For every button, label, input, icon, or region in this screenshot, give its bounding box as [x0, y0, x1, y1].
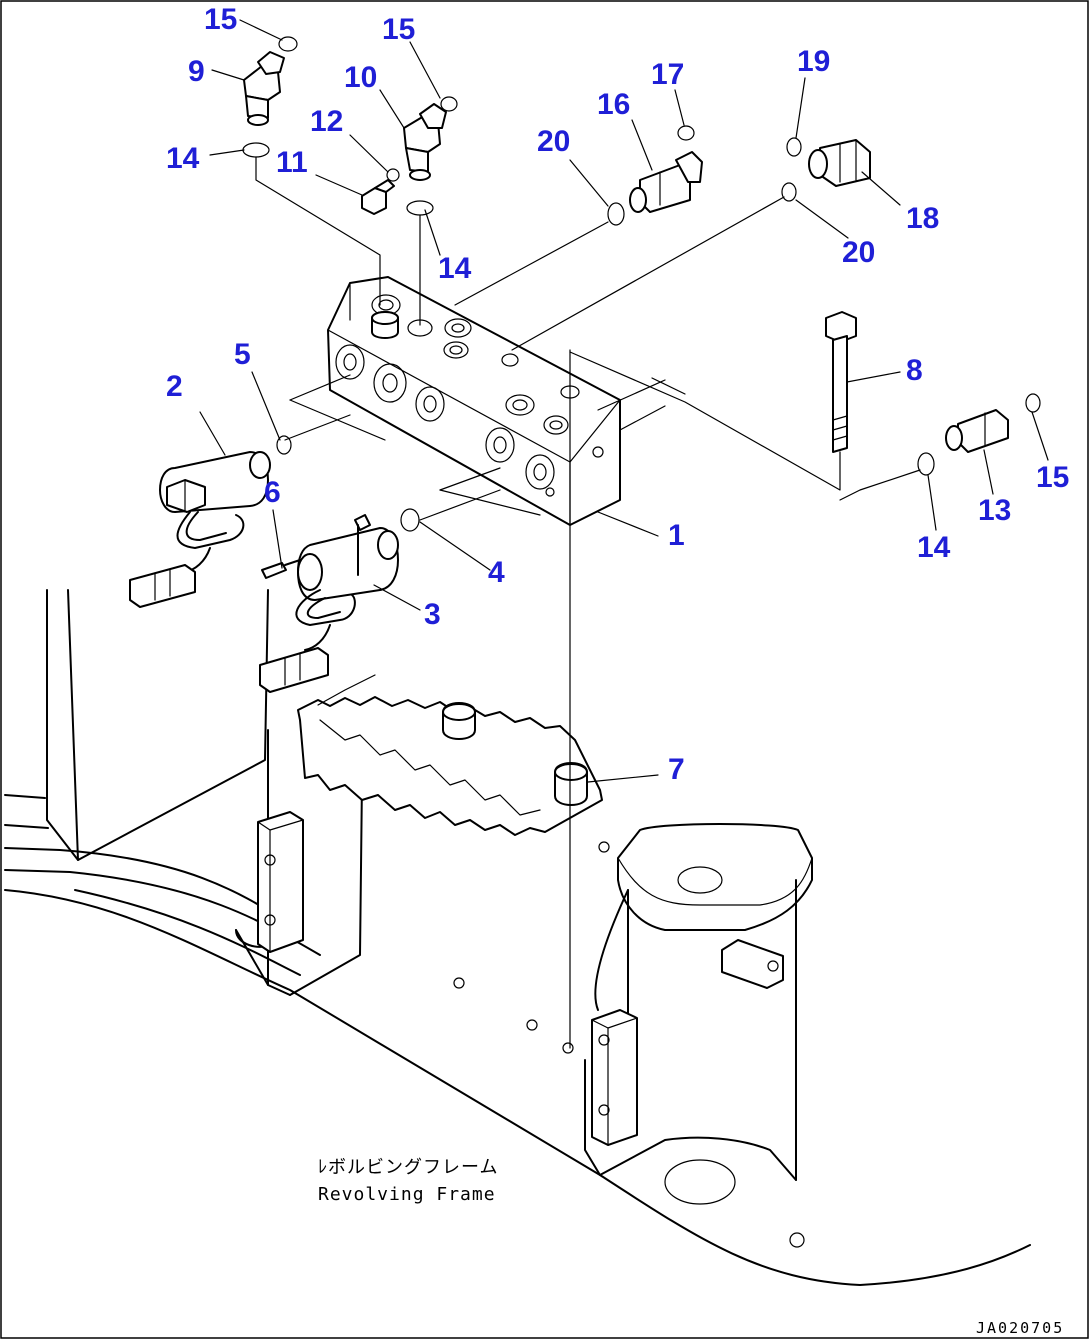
sensor-13 [945, 409, 1009, 453]
bolt-8 [825, 311, 857, 453]
callout-18: 18 [906, 202, 939, 235]
callout-3: 3 [424, 598, 441, 631]
callout-12: 12 [310, 105, 343, 138]
callout-6: 6 [264, 476, 281, 509]
caption-japanese: ﾚボルビングフレーム [318, 1157, 498, 1178]
assembly-lines [255, 156, 921, 1049]
solenoid-valve-3 [259, 514, 399, 693]
callout-9: 9 [188, 55, 205, 88]
callout-5: 5 [234, 338, 251, 371]
callout-10: 10 [344, 61, 377, 94]
callout-4: 4 [488, 556, 505, 589]
callout-16: 16 [597, 88, 630, 121]
callout-11: 11 [276, 146, 308, 179]
callout-14-b: 14 [438, 252, 472, 285]
terminal-6 [261, 559, 301, 579]
callout-15-b: 15 [382, 13, 415, 46]
solenoid-valve-2 [129, 451, 271, 608]
callout-19: 19 [797, 45, 830, 78]
callout-20-b: 20 [842, 236, 875, 269]
drawing-code: JA020705 [976, 1319, 1064, 1337]
mounting-bracket [297, 674, 603, 836]
callout-1: 1 [668, 519, 685, 552]
callout-13: 13 [978, 494, 1011, 527]
sensor-18 [808, 139, 871, 187]
callout-numbers: 1 2 3 4 5 6 7 8 9 10 11 12 13 14 14 14 1… [166, 3, 1069, 786]
callout-17: 17 [651, 58, 684, 91]
callout-15-a: 15 [204, 3, 237, 36]
callout-20-a: 20 [537, 125, 570, 158]
callout-2: 2 [166, 370, 183, 403]
callout-8: 8 [906, 354, 923, 387]
callout-leaders [199, 19, 1049, 783]
fitting-10 [403, 103, 447, 181]
plug-11 [361, 179, 395, 215]
fitting-9 [243, 51, 285, 126]
sensor-16 [629, 151, 703, 213]
callout-14-a: 14 [166, 142, 200, 175]
revolving-frame [4, 589, 1031, 1286]
callout-14-c: 14 [917, 531, 951, 564]
callout-15-c: 15 [1036, 461, 1069, 494]
caption-english: Revolving Frame [318, 1184, 496, 1205]
callout-7: 7 [668, 753, 685, 786]
